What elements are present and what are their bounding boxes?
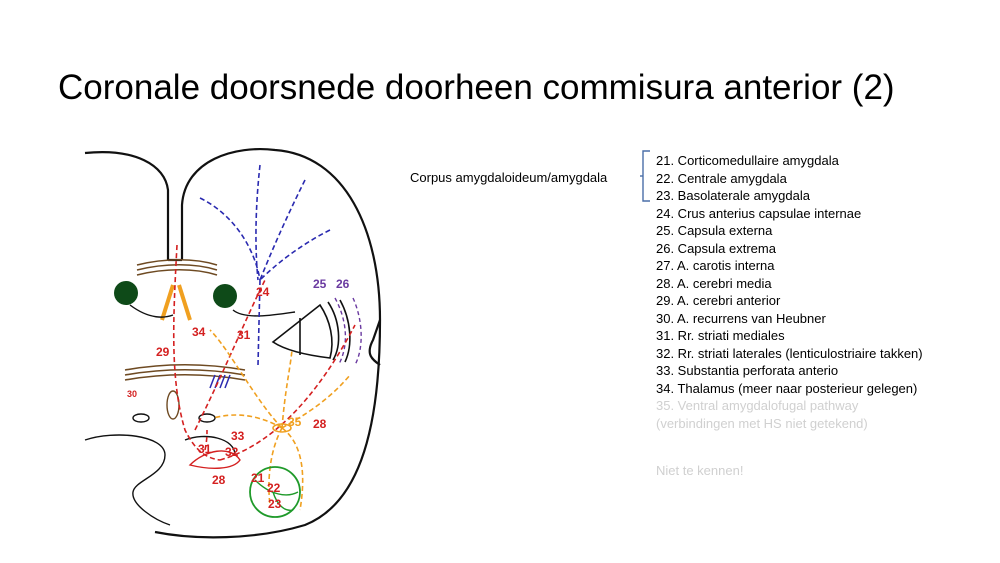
label-31a: 31 <box>237 328 251 342</box>
not-required-note: Niet te kennen! <box>656 463 744 478</box>
page-title: Coronale doorsnede doorheen commisura an… <box>58 68 895 107</box>
label-32: 32 <box>225 445 239 459</box>
label-25: 25 <box>313 277 327 291</box>
legend-item-35: 35. Ventral amygdalofugal pathway <box>656 398 859 413</box>
legend-item-33: 33. Substantia perforata anterio <box>656 363 839 378</box>
amygdala <box>249 466 301 518</box>
capsula-extrema-dashes <box>334 297 362 366</box>
legend-item-24: 24. Crus anterius capsulae internae <box>656 205 862 221</box>
lentiform-nucleus <box>271 303 333 359</box>
amygdala-bracket <box>640 150 650 202</box>
internal-capsule-fibers <box>199 164 331 366</box>
legend-item-25: 25. Capsula externa <box>656 223 773 238</box>
amygdala-group-label: Corpus amygdaloideum/amygdala <box>410 170 608 185</box>
label-28b: 28 <box>313 417 327 431</box>
pathway-node <box>272 423 292 433</box>
left-structure-circle <box>114 281 138 305</box>
label-22: 22 <box>267 481 281 495</box>
capsulae <box>327 299 351 363</box>
perforated-substance <box>188 450 241 469</box>
label-24: 24 <box>256 285 270 299</box>
label-33: 33 <box>231 429 245 443</box>
commissure-bands <box>124 258 246 381</box>
legend-item-35-note: (verbindingen met HS niet getekend) <box>656 415 868 431</box>
legend-item-23: 23. Basolaterale amygdala <box>656 188 810 203</box>
legend-item-34: 34. Thalamus (meer naar posterieur geleg… <box>656 380 918 396</box>
legend-item-27: 27. A. carotis interna <box>656 258 775 273</box>
label-29: 29 <box>156 345 170 359</box>
legend-item-29: 29. A. cerebri anterior <box>656 293 781 308</box>
fornix-pillars <box>160 284 192 321</box>
label-31b: 31 <box>198 442 212 456</box>
label-23: 23 <box>268 497 282 511</box>
label-34: 34 <box>192 325 206 339</box>
legend-item-30: 30. A. recurrens van Heubner <box>656 310 826 326</box>
legend-list: 21. Corticomedullaire amygdala 22. Centr… <box>656 152 923 432</box>
legend-item-31: 31. Rr. striati mediales <box>656 328 785 343</box>
legend-item-26: 26. Capsula extrema <box>656 240 776 256</box>
legend-item-28: 28. A. cerebri media <box>656 275 772 291</box>
amygdalofugal-pathways <box>209 329 351 511</box>
hemisphere-outline <box>84 148 382 539</box>
right-structure-circle <box>213 284 237 308</box>
lower-structures <box>84 304 296 526</box>
label-26: 26 <box>336 277 350 291</box>
coronal-section-diagram: 21 22 23 24 25 26 28 28 29 30 31 31 32 3… <box>84 148 382 539</box>
label-28a: 28 <box>212 473 226 487</box>
arteries <box>172 244 356 461</box>
label-21: 21 <box>251 471 265 485</box>
label-30: 30 <box>127 389 137 399</box>
label-35: 35 <box>288 415 302 429</box>
legend-item-32: 32. Rr. striati laterales (lenticulostri… <box>656 345 923 361</box>
legend-item-22: 22. Centrale amygdala <box>656 170 787 186</box>
legend-item-21: 21. Corticomedullaire amygdala <box>656 153 839 168</box>
